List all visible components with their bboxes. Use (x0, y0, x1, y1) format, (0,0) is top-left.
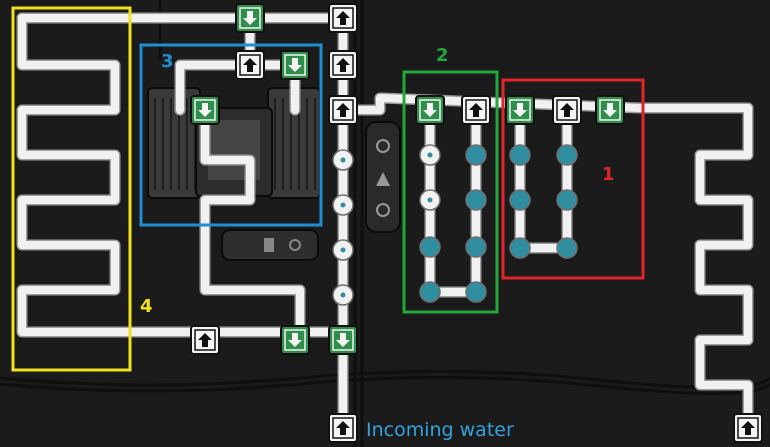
port-inner-frame (332, 7, 354, 29)
output-port-arrow-down-icon[interactable] (505, 95, 535, 125)
arrow-down-icon (288, 333, 302, 347)
arrow-down-icon (336, 333, 350, 347)
arrow-up-icon (336, 58, 350, 72)
port-inner-frame (556, 99, 578, 121)
arrow-up-icon (336, 11, 350, 25)
zone-2-label: 2 (436, 45, 449, 66)
arrow-down-icon (288, 58, 302, 72)
sensor-console[interactable] (365, 121, 401, 233)
zone-3-box (139, 43, 323, 227)
output-port-arrow-down-icon[interactable] (190, 95, 220, 125)
port-inner-frame (419, 99, 441, 121)
port-inner-frame (332, 329, 354, 351)
port-inner-frame (509, 99, 531, 121)
pipe-contents (332, 144, 578, 306)
output-port-arrow-down-icon[interactable] (415, 95, 445, 125)
port-inner-frame (284, 329, 306, 351)
port-inner-frame (284, 54, 306, 76)
water-packet (556, 144, 578, 166)
pipe-segment[interactable] (18, 14, 209, 336)
empty-pipe-marker (427, 197, 433, 203)
input-port-arrow-up-icon[interactable] (552, 95, 582, 125)
zone-4-box (11, 6, 132, 372)
water-packet (509, 189, 531, 211)
input-port-arrow-up-icon[interactable] (328, 95, 358, 125)
pipe-segment[interactable] (201, 106, 304, 336)
arrow-down-icon (603, 103, 617, 117)
arrow-up-icon (336, 103, 350, 117)
water-packet (556, 189, 578, 211)
arrow-down-icon (513, 103, 527, 117)
zone-3-label: 3 (161, 51, 174, 72)
pump-console[interactable] (221, 229, 319, 261)
port-inner-frame (332, 417, 354, 439)
empty-pipe-marker (427, 152, 433, 158)
output-port-arrow-down-icon[interactable] (235, 3, 265, 33)
arrow-down-icon (243, 11, 257, 25)
empty-pipe-marker (340, 247, 346, 253)
port-inner-frame (194, 329, 216, 351)
port-inner-frame (239, 7, 261, 29)
water-packet (556, 237, 578, 259)
port-inner-frame (194, 99, 216, 121)
arrow-up-icon (336, 421, 350, 435)
port-inner-frame (599, 99, 621, 121)
water-packet (509, 144, 531, 166)
zone-4-label: 4 (140, 296, 153, 317)
input-port-arrow-up-icon[interactable] (328, 50, 358, 80)
arrow-up-icon (560, 103, 574, 117)
empty-pipe-marker (340, 202, 346, 208)
water-packet (465, 144, 487, 166)
output-port-arrow-down-icon[interactable] (595, 95, 625, 125)
incoming-water-label: Incoming water (366, 419, 514, 441)
arrow-down-icon (423, 103, 437, 117)
input-port-arrow-up-icon[interactable] (328, 3, 358, 33)
port-inner-frame (332, 99, 354, 121)
arrow-up-icon (469, 103, 483, 117)
arrow-down-icon (198, 103, 212, 117)
input-port-arrow-up-icon[interactable] (190, 325, 220, 355)
input-port-arrow-up-icon[interactable] (235, 50, 265, 80)
water-packet (465, 189, 487, 211)
zone-1-box (501, 78, 645, 280)
ports (190, 3, 763, 443)
pipe-segment[interactable] (246, 14, 299, 114)
input-port-arrow-up-icon[interactable] (328, 413, 358, 443)
zone-2-box (402, 70, 499, 314)
port-inner-frame (239, 54, 261, 76)
arrow-up-icon (741, 421, 755, 435)
water-packet (419, 236, 441, 258)
pipe-segment[interactable] (176, 61, 254, 114)
pipe-segment[interactable] (516, 106, 571, 252)
output-port-arrow-down-icon[interactable] (280, 325, 310, 355)
port-inner-frame (332, 54, 354, 76)
port-inner-frame (737, 417, 759, 439)
water-packet (509, 237, 531, 259)
empty-pipe-marker (340, 157, 346, 163)
pipe-outline-segment (514, 104, 573, 254)
water-packet (465, 236, 487, 258)
output-port-arrow-down-icon[interactable] (328, 325, 358, 355)
arrow-up-icon (198, 333, 212, 347)
water-packet (465, 281, 487, 303)
input-port-arrow-up-icon[interactable] (461, 95, 491, 125)
port-inner-frame (465, 99, 487, 121)
arrow-up-icon (243, 58, 257, 72)
input-port-arrow-up-icon[interactable] (733, 413, 763, 443)
empty-pipe-marker (340, 292, 346, 298)
zone-1-label: 1 (602, 164, 615, 185)
output-port-arrow-down-icon[interactable] (280, 50, 310, 80)
water-packet (419, 281, 441, 303)
